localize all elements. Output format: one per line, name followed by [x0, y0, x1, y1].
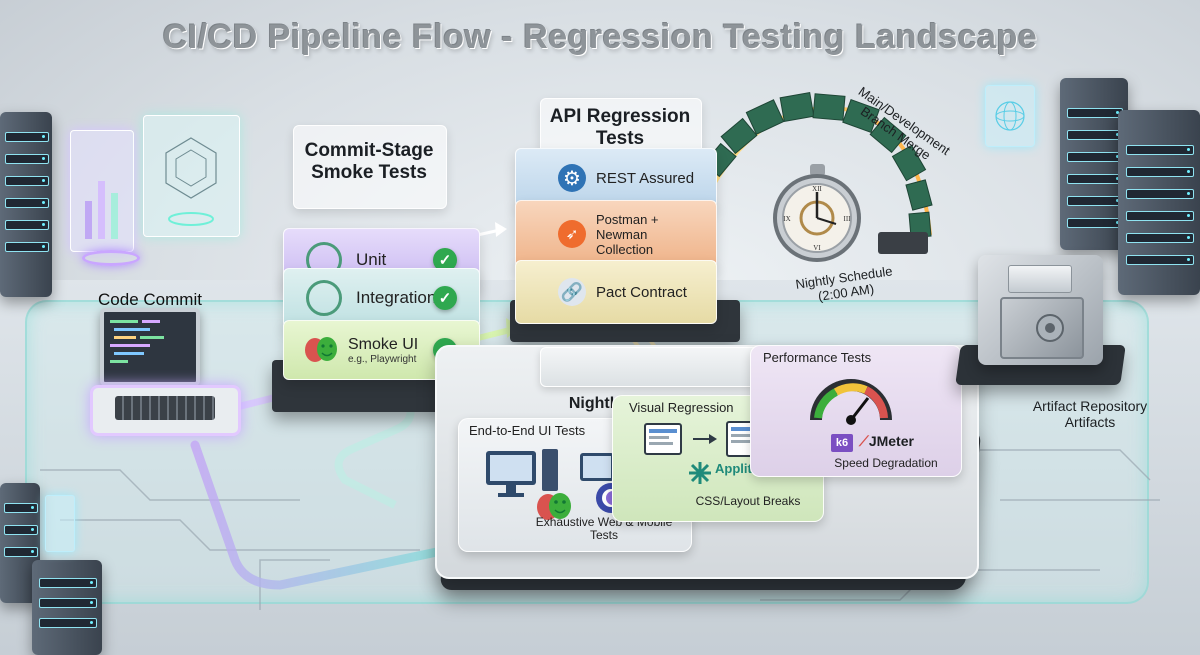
api-regression-title: API Regression Tests	[549, 106, 691, 149]
hexagon-radar-icon	[165, 137, 217, 226]
hologram-panel-right	[985, 85, 1035, 147]
nightly-clock: XII III VI IX	[770, 162, 865, 262]
hologram-base-ring	[82, 250, 140, 266]
code-lines-icon	[110, 320, 164, 363]
integration-ring-icon	[306, 280, 342, 316]
layer-rest-assured: ⚙ REST Assured	[515, 148, 717, 208]
applitools-icon	[689, 462, 711, 484]
hologram-bar-chart	[70, 130, 134, 252]
keyboard-base	[90, 385, 241, 436]
layer-unit-label: Unit	[356, 250, 387, 269]
vault-lid	[1008, 265, 1072, 293]
layer-smoke-ui-sublabel: e.g., Playwright	[348, 353, 417, 365]
visual-regression-title: Visual Regression	[629, 400, 734, 415]
theater-masks-icon	[305, 337, 337, 362]
devices-icon	[486, 449, 631, 497]
keyboard	[115, 396, 215, 420]
link-icon: 🔗	[558, 278, 586, 306]
svg-text:XII: XII	[812, 185, 822, 193]
svg-text:VI: VI	[813, 244, 821, 252]
postman-icon: ➶	[558, 220, 586, 248]
check-icon: ✓	[433, 286, 457, 310]
server-rack-bottom-left	[0, 483, 40, 603]
performance-panel: Performance Tests k6 ⟋JMeter Speed Degra…	[750, 345, 962, 477]
artifact-repo-label: Artifact Repository Artifacts	[1032, 398, 1148, 430]
server-rack-left	[0, 112, 52, 297]
layer-rest-assured-label: REST Assured	[596, 169, 695, 187]
page-title: CI/CD Pipeline Flow - Regression Testing…	[162, 18, 1038, 56]
layer-postman-newman: ➶ Postman + Newman Collection	[515, 200, 717, 268]
server-rack-right-2	[1118, 110, 1200, 295]
monitor	[100, 308, 200, 386]
server-small-bottom-left	[32, 560, 102, 655]
arrow-smoke-to-api-top-head	[495, 222, 507, 237]
theater-masks-icon	[537, 493, 571, 520]
speedometer-icon	[810, 379, 892, 425]
layer-integration-label: Integration	[356, 288, 437, 307]
bar-chart-icon	[85, 181, 118, 239]
layer-postman-newman-label: Postman + Newman Collection	[596, 211, 659, 257]
jmeter-logo: ⟋JMeter	[859, 433, 914, 450]
commit-stage-title: Commit-Stage Smoke Tests	[304, 140, 434, 183]
arrow-commit-to-nightly	[190, 440, 475, 590]
vault-door	[1000, 297, 1084, 359]
hologram-panel-small	[45, 495, 75, 552]
circuit-board-arc	[703, 91, 933, 239]
layer-pact-contract-label: Pact Contract	[596, 283, 687, 301]
layer-pact-contract: 🔗 Pact Contract	[515, 260, 717, 324]
hologram-radar-chart	[143, 115, 240, 237]
vault-dial-icon	[1036, 314, 1064, 342]
performance-caption: Speed Degradation	[834, 456, 938, 470]
artifact-vault	[978, 255, 1103, 365]
code-commit-label: Code Commit	[98, 290, 202, 309]
clock-icon: XII III VI IX	[773, 164, 861, 262]
jmeter-label: JMeter	[868, 433, 914, 449]
svg-text:IX: IX	[783, 215, 790, 223]
layer-integration: Integration ✓	[283, 268, 480, 328]
layer-smoke-ui-label: Smoke UI	[348, 335, 419, 353]
visual-caption: CSS/Layout Breaks	[695, 494, 801, 508]
e2e-title: End-to-End UI Tests	[469, 423, 586, 438]
commit-stage-title-card	[293, 125, 447, 209]
wireframe-sphere-icon	[995, 101, 1025, 131]
clock-board-base	[878, 232, 928, 254]
gear-icon: ⚙	[558, 164, 586, 192]
svg-text:III: III	[844, 215, 852, 223]
feather-icon: ⟋	[859, 433, 869, 449]
k6-logo: k6	[831, 434, 853, 452]
performance-title: Performance Tests	[763, 350, 872, 365]
